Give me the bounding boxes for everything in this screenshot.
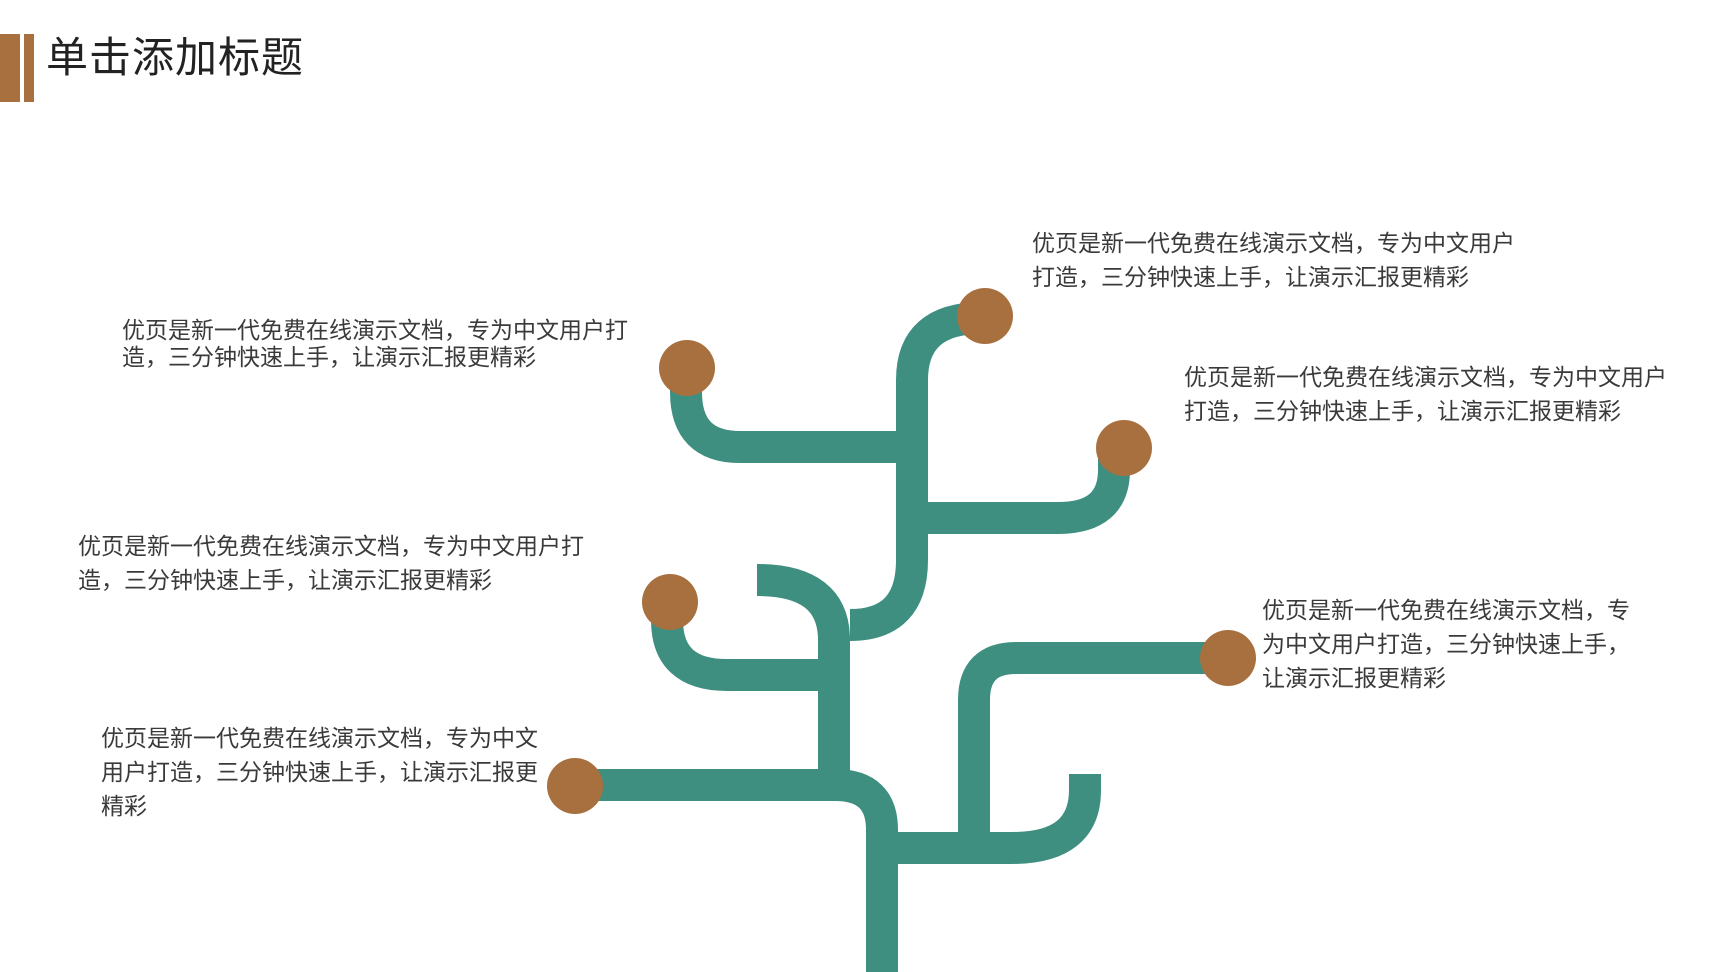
branch-label-6[interactable]: 优页是新一代免费在线演示文档，专为中文用户打造，三分钟快速上手，让演示汇报更精彩 xyxy=(101,726,538,820)
branch-right-lower xyxy=(882,774,1101,864)
branch-label-4[interactable]: 优页是新一代免费在线演示文档，专为中文用户打造，三分钟快速上手，让演示汇报更精彩 xyxy=(78,534,584,594)
branch-right-middle xyxy=(958,642,1225,834)
branch-label-1[interactable]: 优页是新一代免费在线演示文档，专为中文用户打造，三分钟快速上手，让演示汇报更精彩 xyxy=(1032,231,1515,291)
trunk-lower xyxy=(584,769,898,972)
trunk-middle xyxy=(756,564,850,785)
branch-left-upper xyxy=(670,368,912,463)
title-accent-bars xyxy=(0,34,34,102)
node-circle-2 xyxy=(659,340,715,396)
title-accent-bar-wide xyxy=(0,34,20,102)
node-circle-5 xyxy=(1200,630,1256,686)
node-circle-6 xyxy=(547,758,603,814)
branch-label-5[interactable]: 优页是新一代免费在线演示文档，专为中文用户打造，三分钟快速上手，让演示汇报更精彩 xyxy=(1262,598,1630,692)
title-accent-bar-narrow xyxy=(24,34,34,102)
page-title[interactable]: 单击添加标题 xyxy=(46,33,305,82)
branch-label-2[interactable]: 优页是新一代免费在线演示文档，专为中文用户打造，三分钟快速上手，让演示汇报更精彩 xyxy=(122,318,628,371)
branch-label-3[interactable]: 优页是新一代免费在线演示文档，专为中文用户打造，三分钟快速上手，让演示汇报更精彩 xyxy=(1184,365,1667,425)
node-circle-4 xyxy=(642,574,698,630)
node-circle-3 xyxy=(1096,420,1152,476)
node-circle-1 xyxy=(957,288,1013,344)
trunk-upper xyxy=(849,302,983,641)
branch-right-upper-middle xyxy=(912,448,1130,534)
